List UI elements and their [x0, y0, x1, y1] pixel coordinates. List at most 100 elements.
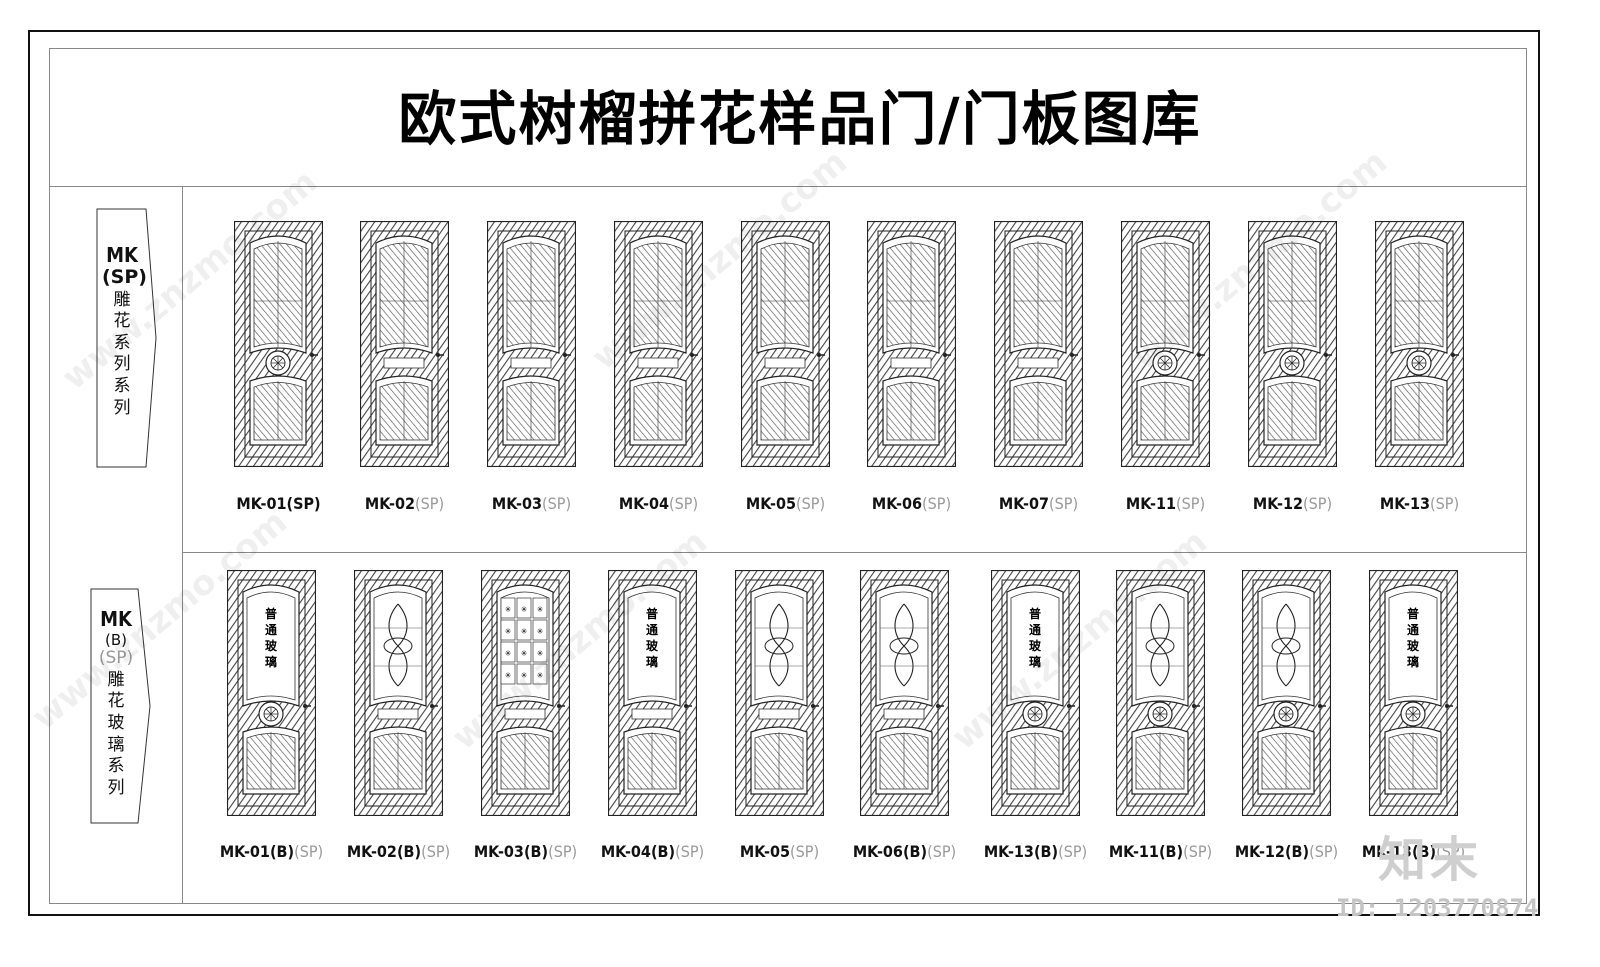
- grid-glass-pane: [516, 597, 532, 619]
- door-drawing: [740, 220, 831, 468]
- series-char: 系: [113, 376, 131, 397]
- door-drawing: [1241, 569, 1332, 817]
- grid-glass-pane: [516, 641, 532, 663]
- door-code: MK-06: [871, 494, 923, 513]
- door-code-label: MK-13(SP): [1360, 494, 1480, 513]
- arrow-tag-shape: [96, 208, 157, 468]
- page-title: 欧式树榴拼花样品门/门板图库: [398, 85, 1202, 153]
- door-suffix: (SP): [1430, 494, 1460, 513]
- door-code: MK-03: [491, 494, 543, 513]
- door-code: MK-12: [1252, 494, 1304, 513]
- series-char: 列: [113, 354, 131, 375]
- series-char: 系: [113, 332, 131, 353]
- svg-text:✳: ✳: [505, 649, 512, 658]
- glass-label: 普: [1029, 606, 1041, 621]
- door-code-label: MK-07(SP): [979, 494, 1099, 513]
- mid-rail-ornament: [637, 357, 679, 369]
- door-code-label: MK-01(SP): [219, 494, 339, 513]
- door-suffix: (SP): [542, 494, 572, 513]
- door-code-label: MK-04(SP): [599, 494, 719, 513]
- grid-glass-pane: [532, 641, 548, 663]
- door-sample: [740, 220, 831, 471]
- door-code-label: MK-11(B)(SP): [1101, 842, 1221, 861]
- brand-logo: 知末: [1378, 832, 1483, 888]
- door-suffix: (SP): [1183, 842, 1213, 861]
- door-suffix: (SP): [1303, 494, 1333, 513]
- door-drawing: [859, 569, 950, 817]
- door-code: MK-11: [1125, 494, 1177, 513]
- image-id: ID: 1203770874: [1336, 894, 1539, 922]
- series-char: 列: [113, 397, 131, 418]
- door-sample: [1120, 220, 1211, 471]
- glass-label: 璃: [1407, 654, 1419, 669]
- series-tag-text: MK (SP) 雕 花 系 列 系 列: [102, 244, 147, 418]
- door-code: MK-04(B): [600, 842, 676, 861]
- mid-rail-ornament: [1017, 357, 1059, 369]
- door-code-label: MK-11(SP): [1106, 494, 1226, 513]
- mid-rail-ornament: [890, 357, 932, 369]
- row-divider: [182, 552, 1527, 553]
- title-divider: [49, 186, 1527, 187]
- door-code-label: MK-05(SP): [726, 494, 846, 513]
- series-code: MK: [100, 607, 132, 631]
- mid-rail-ornament: [758, 708, 800, 720]
- door-code: MK-07: [998, 494, 1050, 513]
- door-code-label: MK-02(B)(SP): [339, 842, 459, 861]
- mid-rail-ornament: [383, 357, 425, 369]
- door-code: MK-12(B): [1234, 842, 1310, 861]
- glass-label: 普: [1407, 606, 1419, 621]
- grid-glass-pane: [532, 619, 548, 641]
- series-column-divider: [182, 186, 183, 904]
- door-code-label: MK-06(B)(SP): [845, 842, 965, 861]
- door-sample: [359, 220, 450, 471]
- svg-text:✳: ✳: [521, 671, 528, 680]
- door-sample: [1241, 569, 1332, 820]
- door-code-label: MK-13(B)(SP): [976, 842, 1096, 861]
- series-char: 雕: [113, 289, 131, 310]
- door-suffix: (SP): [1176, 494, 1206, 513]
- mid-rail-ornament: [764, 357, 806, 369]
- door-suffix: (SP): [796, 494, 826, 513]
- door-sample: ✳✳✳✳✳✳✳✳✳✳✳✳: [480, 569, 571, 820]
- carved-glass-motif: [894, 603, 914, 687]
- door-code-label: MK-12(SP): [1233, 494, 1353, 513]
- door-code: MK-02(B): [346, 842, 422, 861]
- door-drawing: [613, 220, 704, 468]
- glass-label: 璃: [265, 654, 277, 669]
- door-code: MK-05: [739, 842, 791, 861]
- mid-rail-ornament: [883, 708, 925, 720]
- door-code-label: MK-03(SP): [472, 494, 592, 513]
- door-sample: [353, 569, 444, 820]
- glass-label: 普: [265, 606, 277, 621]
- door-suffix: (SP): [548, 842, 578, 861]
- grid-glass-pane: [500, 663, 516, 685]
- grid-glass-pane: [500, 641, 516, 663]
- glass-label: 通: [265, 622, 277, 637]
- glass-label: 通: [1029, 622, 1041, 637]
- door-code: MK-05: [745, 494, 797, 513]
- door-suffix: (SP): [294, 842, 324, 861]
- inner-frame: [49, 48, 1527, 904]
- glass-label: 璃: [646, 654, 658, 669]
- door-suffix: (SP): [1436, 842, 1466, 861]
- series-tag-glass: MK (B) (SP) 雕 花 玻 璃 系 列: [90, 588, 154, 824]
- door-suffix: (SP): [922, 494, 952, 513]
- door-code-label: MK-02(SP): [345, 494, 465, 513]
- mid-rail-ornament: [504, 708, 546, 720]
- svg-text:✳: ✳: [537, 605, 544, 614]
- mid-rail-ornament: [631, 708, 673, 720]
- door-sample: 普通玻璃: [1368, 569, 1459, 820]
- door-drawing: [993, 220, 1084, 468]
- door-suffix: (SP): [927, 842, 957, 861]
- door-code: MK-13(B): [1361, 842, 1437, 861]
- door-suffix: (SP): [669, 494, 699, 513]
- mid-rail-ornament: [510, 357, 552, 369]
- series-char: 花: [107, 691, 125, 712]
- grid-glass-pane: [500, 619, 516, 641]
- series-sub-b: (B): [105, 631, 127, 649]
- door-sample: [613, 220, 704, 471]
- glass-label: 璃: [1029, 654, 1041, 669]
